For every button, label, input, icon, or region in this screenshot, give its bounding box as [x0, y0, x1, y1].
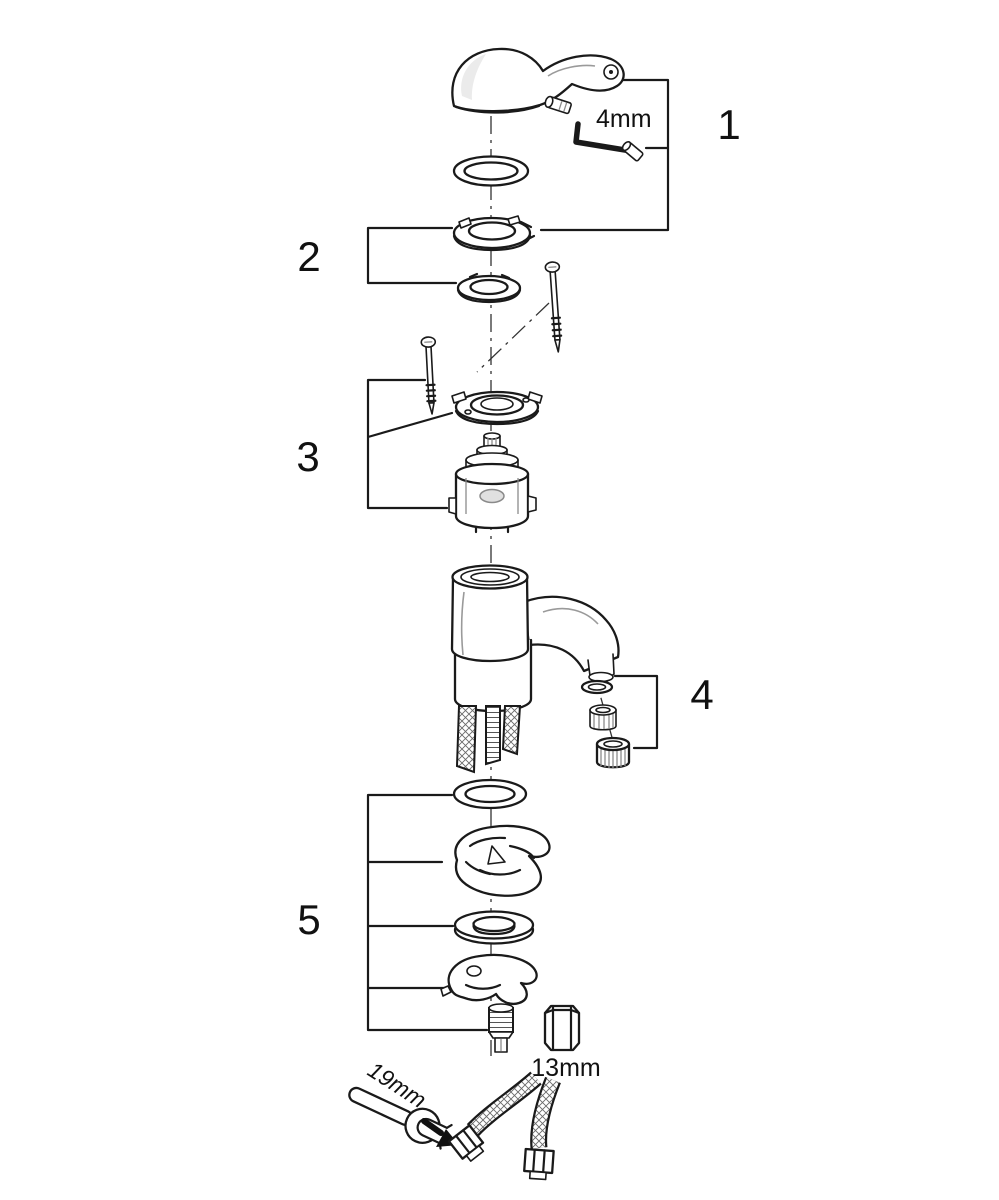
hex-key — [573, 121, 640, 155]
mounting-ring — [451, 390, 543, 426]
washer — [453, 910, 535, 945]
part-group-label-2: 2 — [297, 233, 320, 280]
hex-socket — [543, 1004, 581, 1052]
leader-bracket-4 — [613, 674, 659, 750]
retaining-cap-ring — [452, 215, 536, 252]
aerator-o-ring — [580, 679, 614, 695]
leader-bracket-1 — [539, 78, 670, 232]
aerator-housing — [595, 736, 631, 769]
cartridge — [448, 432, 537, 534]
lever-handle — [451, 47, 625, 114]
part-group-label-3: 3 — [296, 433, 319, 480]
connection-hoses — [447, 1071, 561, 1181]
horseshoe-bracket — [440, 953, 538, 1005]
leader-bracket-3 — [366, 378, 454, 510]
supply-tails — [455, 705, 522, 774]
friction-ring — [456, 272, 522, 304]
hex-key-size-label: 4mm — [596, 105, 652, 133]
leader-bracket-2 — [366, 226, 458, 285]
part-group-label-4: 4 — [690, 671, 713, 718]
faucet-body — [450, 564, 620, 713]
mounting-bolt — [488, 1003, 514, 1053]
sealing-putty — [454, 824, 551, 897]
screw-axis-line — [476, 302, 550, 373]
fixing-screw-right — [544, 261, 563, 353]
socket-size-label: 13mm — [531, 1054, 600, 1082]
part-group-label-5: 5 — [297, 896, 320, 943]
cover-screw — [621, 141, 644, 162]
handle-o-ring — [452, 155, 530, 187]
flow-regulator — [589, 704, 617, 731]
fixing-screw-left — [420, 336, 437, 415]
part-group-label-1: 1 — [717, 101, 740, 148]
handle-screw — [544, 95, 572, 115]
base-o-ring — [452, 778, 528, 810]
leader-bracket-5 — [366, 793, 489, 1032]
